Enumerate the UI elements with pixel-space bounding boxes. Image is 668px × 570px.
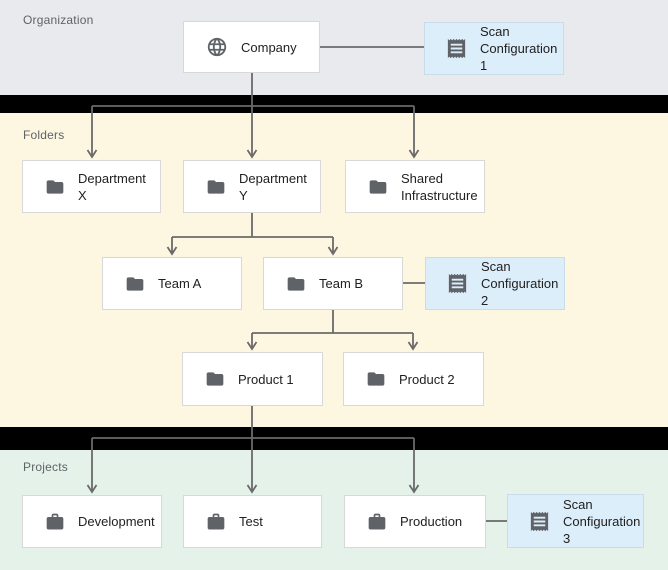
- band-divider: [0, 95, 668, 113]
- folder-icon: [45, 177, 65, 197]
- node-scan-config-3: Scan Configuration 3: [507, 494, 644, 548]
- node-label: Scan Configuration 2: [481, 259, 559, 308]
- node-product-2: Product 2: [343, 352, 484, 406]
- node-scan-config-1: Scan Configuration 1: [424, 22, 564, 75]
- node-label: Scan Configuration 3: [563, 496, 641, 546]
- node-department-y: Department Y: [183, 160, 321, 213]
- band-label-folders: Folders: [23, 128, 65, 142]
- node-label: Product 1: [238, 371, 294, 387]
- band-divider: [0, 427, 668, 450]
- node-department-x: Department X: [22, 160, 161, 213]
- node-label: Production: [400, 514, 463, 529]
- briefcase-icon: [45, 512, 65, 532]
- globe-icon: [206, 36, 228, 58]
- node-label: Team B: [319, 276, 364, 291]
- node-development: Development: [22, 495, 162, 548]
- folder-icon: [366, 369, 386, 389]
- node-company: Company: [183, 21, 320, 73]
- scan-receipt-icon: [528, 510, 551, 533]
- folder-icon: [205, 369, 225, 389]
- node-label: Development: [78, 514, 155, 529]
- node-production: Production: [344, 495, 486, 548]
- node-shared-infrastructure: Shared Infrastructure: [345, 160, 485, 213]
- node-label: Test: [239, 514, 263, 529]
- node-product-1: Product 1: [182, 352, 323, 406]
- node-team-b: Team B: [263, 257, 403, 310]
- band-label-projects: Projects: [23, 460, 68, 474]
- folder-icon: [286, 274, 306, 294]
- band-organization: [0, 0, 668, 95]
- node-label: Product 2: [399, 371, 455, 387]
- briefcase-icon: [367, 512, 387, 532]
- band-label-organization: Organization: [23, 13, 94, 27]
- node-label: Scan Configuration 1: [480, 24, 558, 73]
- briefcase-icon: [206, 512, 226, 532]
- scan-receipt-icon: [445, 37, 468, 60]
- folder-icon: [206, 177, 226, 197]
- node-label: Department Y: [239, 170, 307, 203]
- scan-receipt-icon: [446, 272, 469, 295]
- folder-icon: [125, 274, 145, 294]
- node-label: Department X: [78, 170, 146, 203]
- node-label: Company: [241, 39, 297, 55]
- node-label: Team A: [158, 276, 202, 291]
- node-team-a: Team A: [102, 257, 242, 310]
- folder-icon: [368, 177, 388, 197]
- node-scan-config-2: Scan Configuration 2: [425, 257, 565, 310]
- node-label: Shared Infrastructure: [401, 170, 478, 203]
- node-test: Test: [183, 495, 322, 548]
